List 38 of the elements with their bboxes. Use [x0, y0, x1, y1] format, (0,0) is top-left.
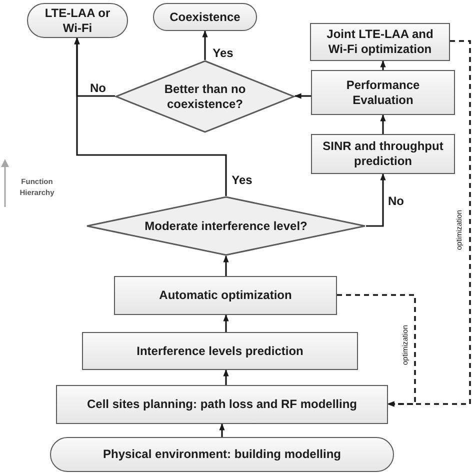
node-label: Cell sites planning: path loss and RF modelling	[86, 397, 358, 412]
terminal-box	[153, 3, 257, 31]
node-label: Moderate interference level?	[144, 218, 308, 234]
edge-label: Yes	[232, 174, 252, 186]
arrow	[223, 314, 229, 332]
node-label: Coexistence	[168, 10, 242, 24]
arrow	[219, 423, 225, 437]
process-box	[310, 23, 450, 61]
node-label: LTE-LAA or Wi-Fi	[44, 6, 112, 36]
node-label: SINR and throughput prediction	[322, 139, 444, 169]
arrow	[74, 37, 115, 97]
node-label: Performance Evaluation	[345, 78, 421, 108]
arrow	[223, 369, 229, 385]
arrow	[294, 93, 311, 99]
terminal-box	[50, 437, 394, 472]
arrow	[380, 60, 386, 70]
process-box	[311, 134, 455, 174]
process-box	[56, 385, 388, 424]
process-box	[82, 332, 358, 370]
arrow	[380, 114, 386, 134]
arrow	[337, 294, 416, 407]
process-box	[311, 70, 455, 115]
terminal-box	[27, 3, 128, 38]
arrow	[366, 173, 386, 227]
node-label: Better than no coexistence?	[163, 82, 247, 112]
node-label: Physical environment: building modelling	[102, 447, 342, 462]
decision-diamond	[115, 60, 295, 133]
node-label: Interference levels prediction	[136, 344, 304, 358]
node-label: Automatic optimization	[158, 288, 293, 303]
node-label: Joint LTE-LAA and Wi-Fi optimization	[326, 27, 434, 57]
edge-label: No	[90, 82, 106, 94]
edge-label: No	[388, 195, 404, 207]
arrow	[202, 30, 208, 60]
arrow	[223, 255, 229, 276]
decision-diamond	[86, 196, 366, 256]
arrow	[387, 40, 471, 407]
process-box	[114, 276, 337, 315]
edge-label: Yes	[212, 47, 234, 59]
